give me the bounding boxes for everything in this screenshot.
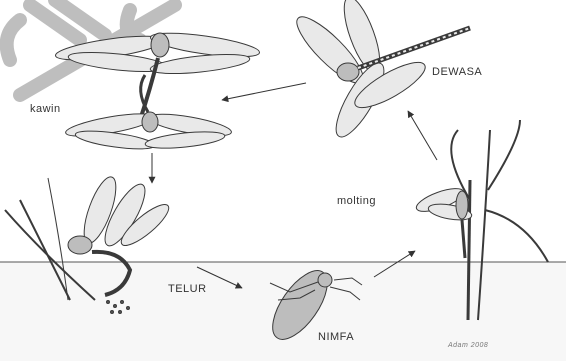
arrow-molting-to-dewasa <box>408 111 437 160</box>
mating-pair-illustration <box>54 28 260 152</box>
arrow-dewasa-to-kawin <box>222 83 306 100</box>
artist-signature: Adam 2008 <box>448 342 488 349</box>
label-kawin: kawin <box>30 103 61 115</box>
label-nimfa: NIMFA <box>318 331 354 343</box>
label-telur: TELUR <box>168 283 207 295</box>
label-molting: molting <box>337 195 376 207</box>
label-dewasa: DEWASA <box>432 66 482 78</box>
